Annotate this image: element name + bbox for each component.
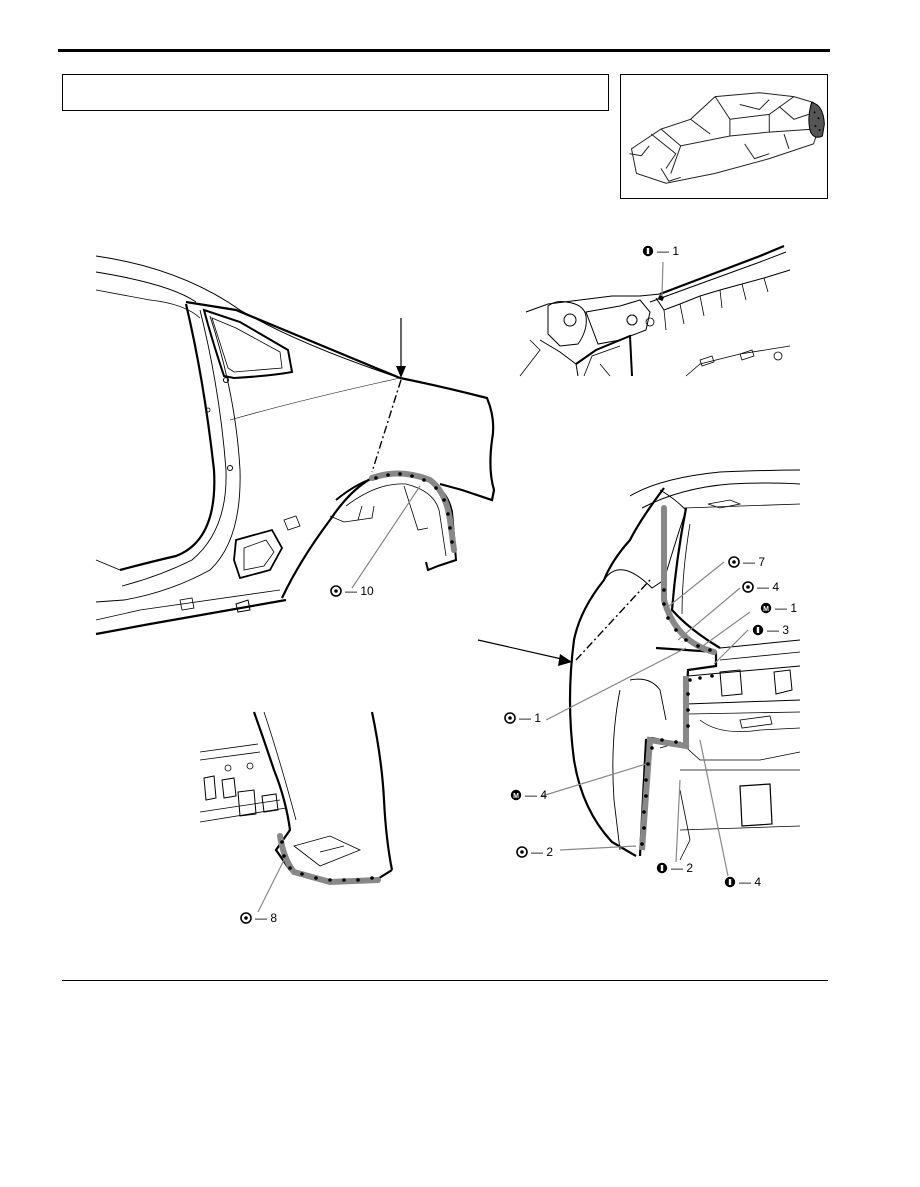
quarter-panel-exterior-view xyxy=(95,255,496,636)
car-body-icon xyxy=(629,92,825,184)
vehicle-location-thumbnail xyxy=(620,74,828,199)
svg-text:— 10: — 10 xyxy=(345,584,374,598)
callout-i-weld-1-top: — 1 xyxy=(642,244,679,258)
svg-text:— 4: — 4 xyxy=(739,875,761,889)
svg-text:— 1: — 1 xyxy=(519,711,541,725)
callout-spot-weld-1: — 1 xyxy=(504,711,541,725)
callout-i-weld-4: — 4 xyxy=(724,875,761,889)
svg-text:— 8: — 8 xyxy=(255,911,277,925)
svg-text:— 2: — 2 xyxy=(671,861,693,875)
rear-panel-view xyxy=(477,469,801,877)
svg-text:— 7: — 7 xyxy=(743,555,765,569)
callout-m-weld-1: — 1 xyxy=(760,601,797,615)
svg-text:— 1: — 1 xyxy=(775,601,797,615)
footer-rule xyxy=(62,980,828,981)
svg-text:— 4: — 4 xyxy=(525,788,547,802)
wheelhouse-lower-detail-view xyxy=(199,711,394,913)
callout-spot-weld-7: — 7 xyxy=(728,555,765,569)
callout-spot-weld-10: — 10 xyxy=(330,584,374,598)
callout-spot-weld-2: — 2 xyxy=(516,845,553,859)
callout-spot-weld-4: — 4 xyxy=(742,580,779,594)
callout-spot-weld-8: — 8 xyxy=(240,911,277,925)
header-rule xyxy=(58,49,830,52)
section-title-box xyxy=(62,74,609,111)
callout-m-weld-4: — 4 xyxy=(510,788,547,802)
svg-text:— 3: — 3 xyxy=(767,623,789,637)
callout-i-weld-2: — 2 xyxy=(656,861,693,875)
roof-rail-detail-view xyxy=(519,244,791,377)
svg-text:— 2: — 2 xyxy=(531,845,553,859)
callout-i-weld-3: — 3 xyxy=(752,623,789,637)
svg-text:— 1: — 1 xyxy=(657,244,679,258)
svg-text:— 4: — 4 xyxy=(757,580,779,594)
